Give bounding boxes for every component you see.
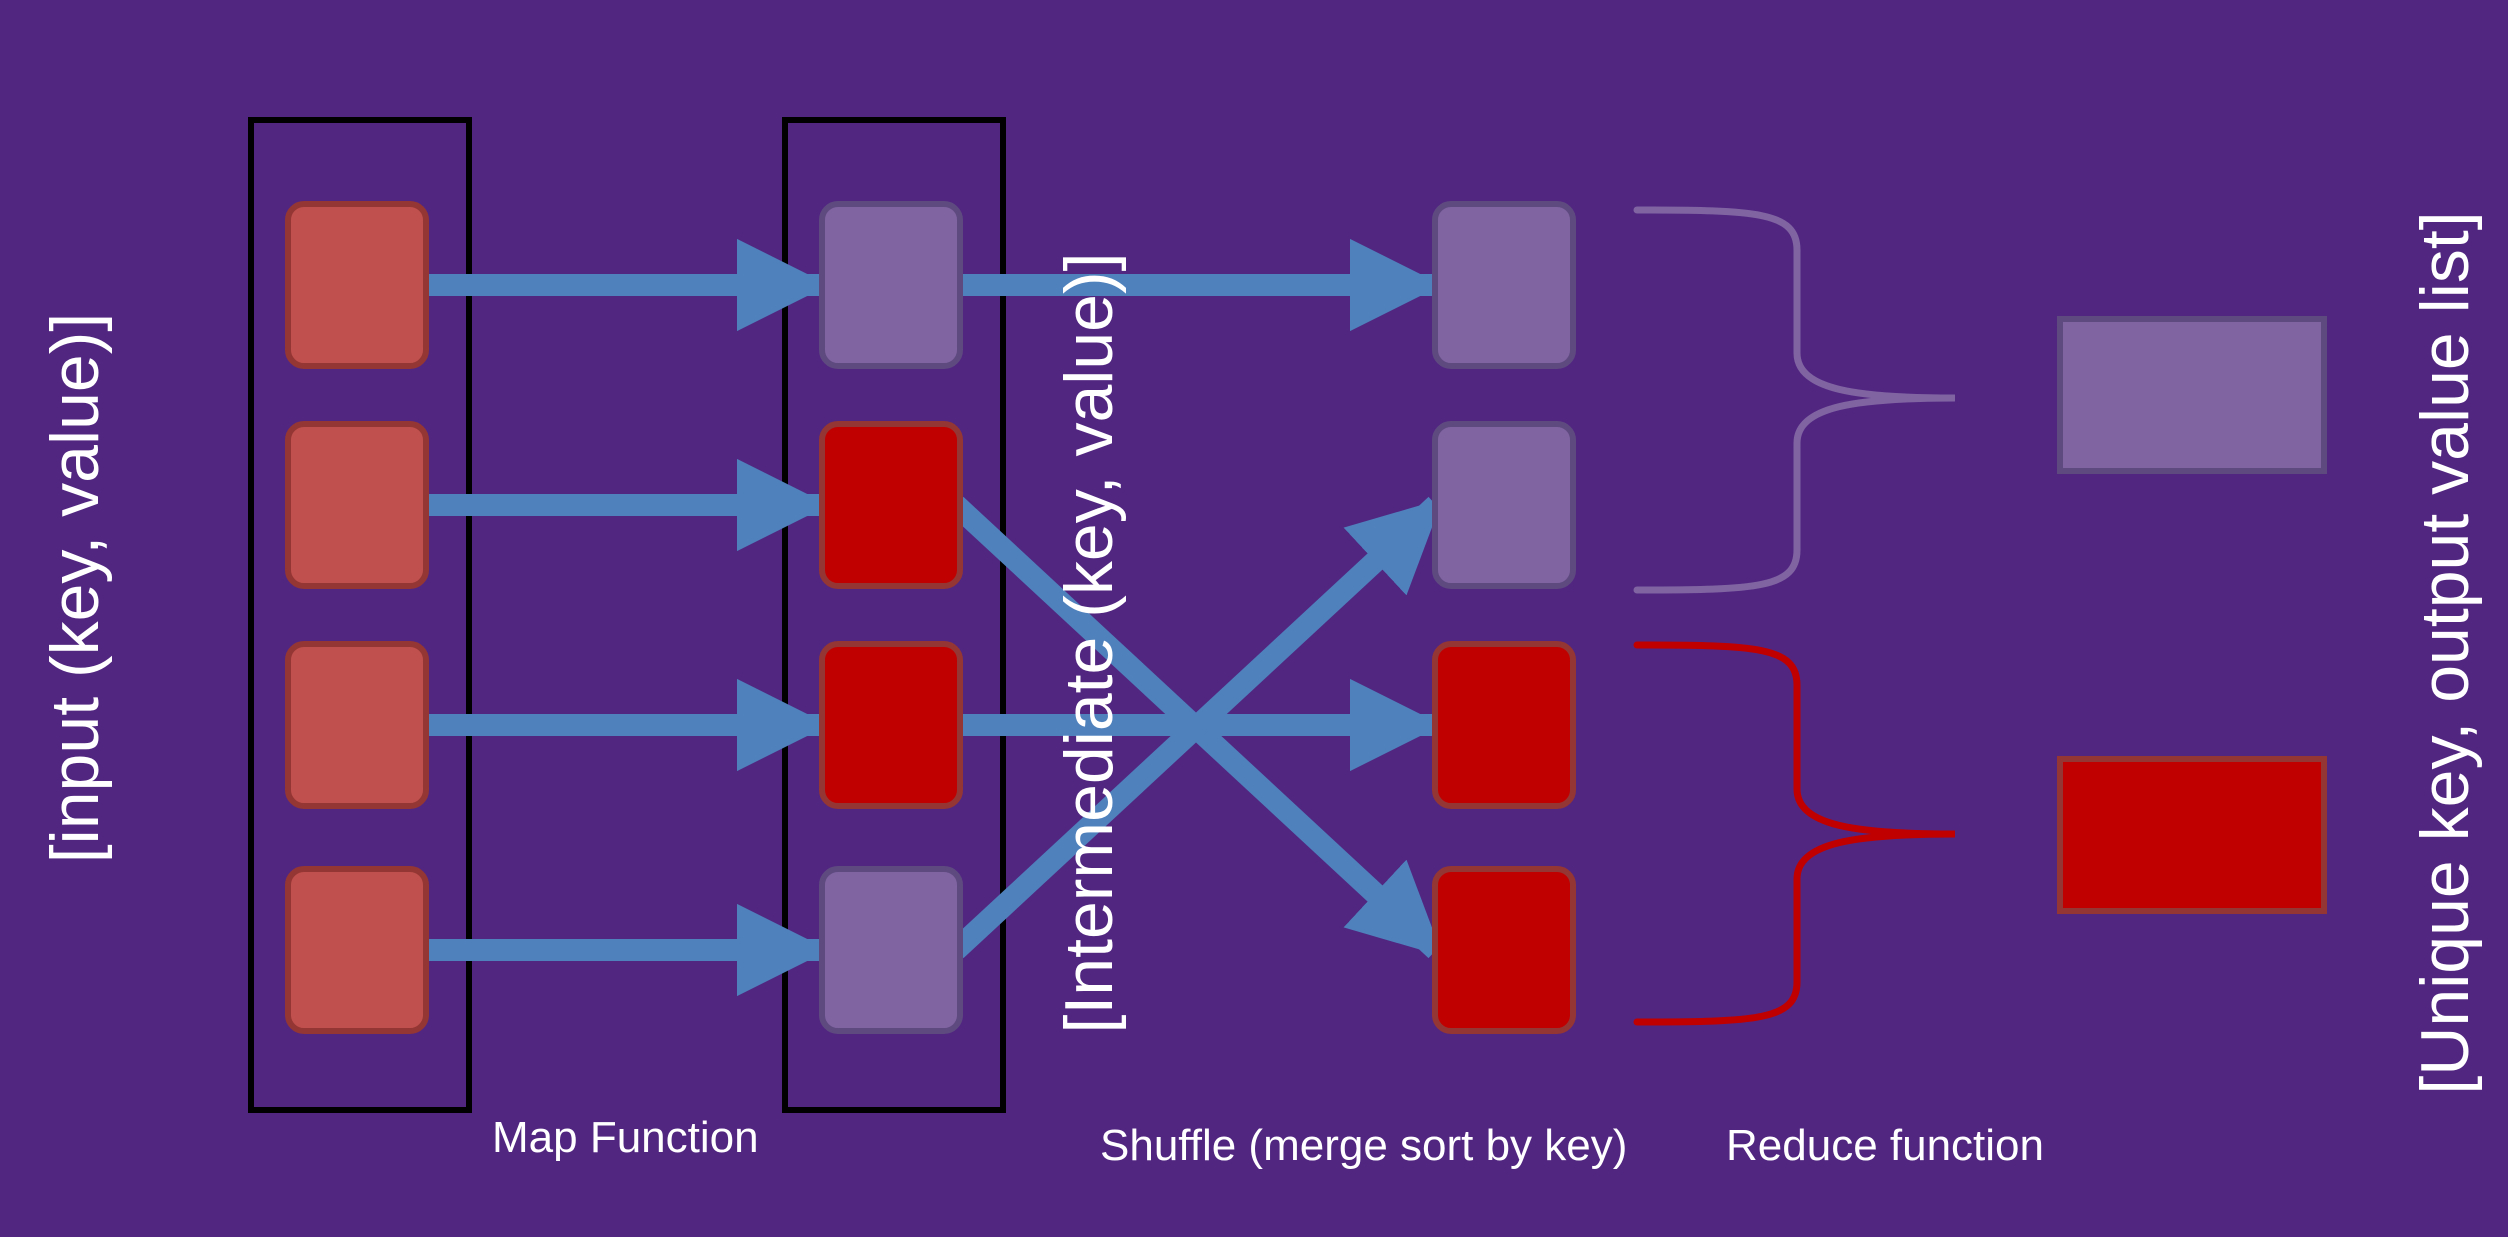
arrow-layer <box>422 238 1444 997</box>
input-frame <box>248 117 472 1113</box>
shuffled-box-red <box>1432 866 1576 1034</box>
intermediate-box-red <box>819 641 963 809</box>
red-group-brace <box>1633 641 1956 1026</box>
shuffled-box-purple <box>1432 201 1576 369</box>
output-label: [Unique key, output value list] <box>2407 211 2483 1094</box>
input-box-input <box>285 421 429 589</box>
shuffled-box-red <box>1432 641 1576 809</box>
brace-layer <box>1633 206 1956 1026</box>
output-box-red <box>2057 756 2327 914</box>
input-label: [input (key, value)] <box>37 313 113 864</box>
intermediate-box-purple <box>819 866 963 1034</box>
input-box-input <box>285 201 429 369</box>
shuffle-caption: Shuffle (merge sort by key) <box>1100 1121 1627 1170</box>
box-layer <box>285 201 2327 1034</box>
intermediate-label: [Intermediate (key, value)] <box>1051 252 1127 1033</box>
output-box-purple <box>2057 316 2327 474</box>
purple-group-brace <box>1633 206 1956 594</box>
input-box-input <box>285 866 429 1034</box>
shuffled-box-purple <box>1432 421 1576 589</box>
reduce-function-caption: Reduce function <box>1726 1121 2044 1170</box>
shuffle-arrow <box>948 496 1444 959</box>
intermediate-frame <box>782 117 1006 1113</box>
intermediate-box-purple <box>819 201 963 369</box>
intermediate-box-red <box>819 421 963 589</box>
map-function-caption: Map Function <box>492 1113 759 1162</box>
input-box-input <box>285 641 429 809</box>
